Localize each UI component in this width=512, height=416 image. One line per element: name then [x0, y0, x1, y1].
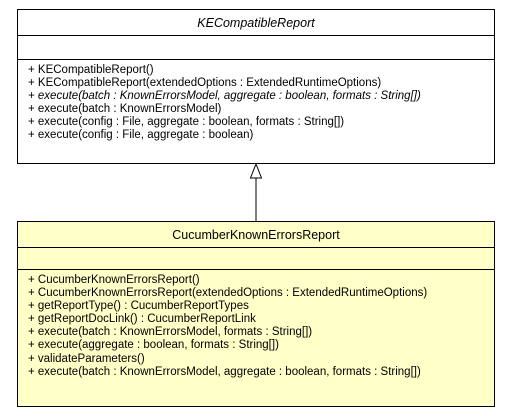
- operation: + execute(config : File, aggregate : boo…: [28, 129, 254, 142]
- class-box-cucumberknownerrorsreport[interactable]: CucumberKnownErrorsReport + CucumberKnow…: [17, 221, 495, 407]
- class-name: KECompatibleReport: [197, 16, 315, 30]
- operation: + getReportType() : CucumberReportTypes: [28, 300, 249, 313]
- class-box-kecompatiblereport[interactable]: KECompatibleReport + KECompatibleReport(…: [17, 9, 495, 164]
- operation: + execute(config : File, aggregate : boo…: [28, 116, 345, 129]
- operation: + KECompatibleReport(extendedOptions : E…: [28, 77, 382, 90]
- attributes-compartment: [18, 36, 494, 60]
- operation: + execute(batch : KnownErrorsModel, form…: [28, 326, 313, 339]
- operation: + KECompatibleReport(): [28, 64, 154, 76]
- operation: + CucumberKnownErrorsReport(): [28, 274, 200, 286]
- operation: + execute(batch : KnownErrorsModel): [28, 103, 222, 116]
- class-name-compartment: KECompatibleReport: [18, 10, 494, 36]
- class-name-compartment: CucumberKnownErrorsReport: [18, 222, 494, 248]
- operation: + CucumberKnownErrorsReport(extendedOpti…: [28, 287, 428, 300]
- operation: + validateParameters(): [28, 352, 145, 365]
- operation: + getReportDocLink() : CucumberReportLin…: [28, 313, 256, 326]
- operation: + execute(batch : KnownErrorsModel, aggr…: [28, 90, 421, 103]
- hollow-triangle-arrowhead: [249, 162, 263, 179]
- class-name: CucumberKnownErrorsReport: [172, 228, 340, 242]
- operations-compartment: + KECompatibleReport()+ KECompatibleRepo…: [18, 60, 494, 143]
- operations-compartment: + CucumberKnownErrorsReport()+ CucumberK…: [18, 270, 494, 379]
- operation: + execute(aggregate : boolean, formats :…: [28, 339, 279, 352]
- attributes-compartment: [18, 248, 494, 270]
- operation: + execute(batch : KnownErrorsModel, aggr…: [28, 365, 421, 378]
